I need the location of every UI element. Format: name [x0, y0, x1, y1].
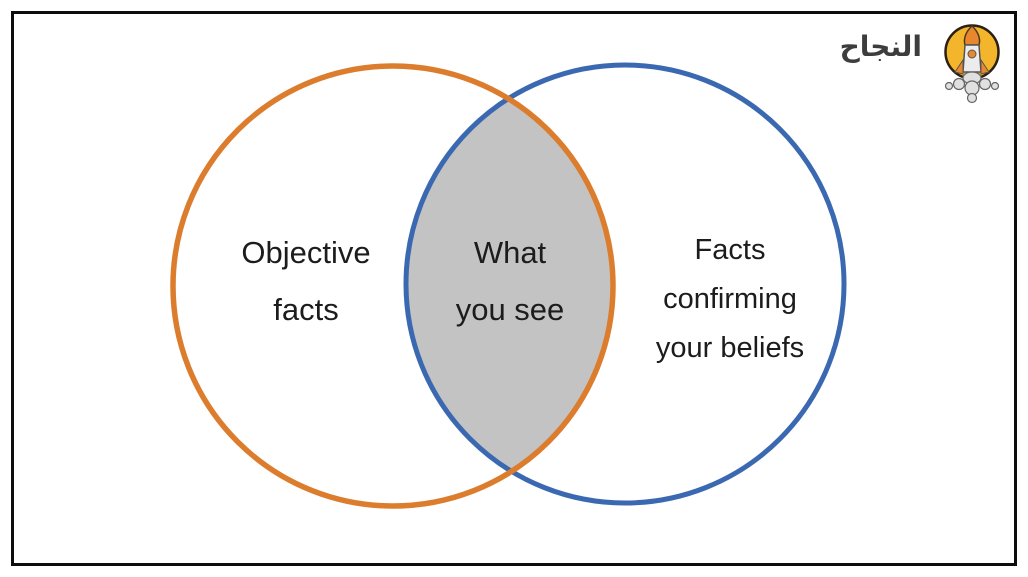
left-circle-outline	[170, 63, 616, 509]
label-line: confirming	[663, 283, 797, 315]
label-line: facts	[273, 292, 339, 327]
intersection-region	[405, 98, 614, 472]
label-line: you see	[455, 292, 565, 327]
rocket-logo-icon	[944, 24, 1000, 104]
left-circle-label: Objective facts	[200, 224, 412, 338]
rocket-fin-left	[954, 58, 964, 75]
rocket-smoke	[944, 71, 1000, 104]
logo-arabic-text: النجاح	[839, 30, 922, 63]
right-circle-label: Facts confirming your beliefs	[620, 226, 840, 373]
label-line: What	[473, 235, 547, 270]
intersection-label: What you see	[428, 224, 592, 338]
rocket-fin-right	[980, 58, 990, 75]
right-circle-outline	[403, 62, 847, 506]
najah-logo: النجاح	[834, 12, 1014, 108]
rocket-window	[967, 49, 977, 59]
label-line: Objective	[241, 235, 371, 270]
label-line: your beliefs	[655, 332, 805, 364]
label-line: Facts	[694, 234, 766, 266]
